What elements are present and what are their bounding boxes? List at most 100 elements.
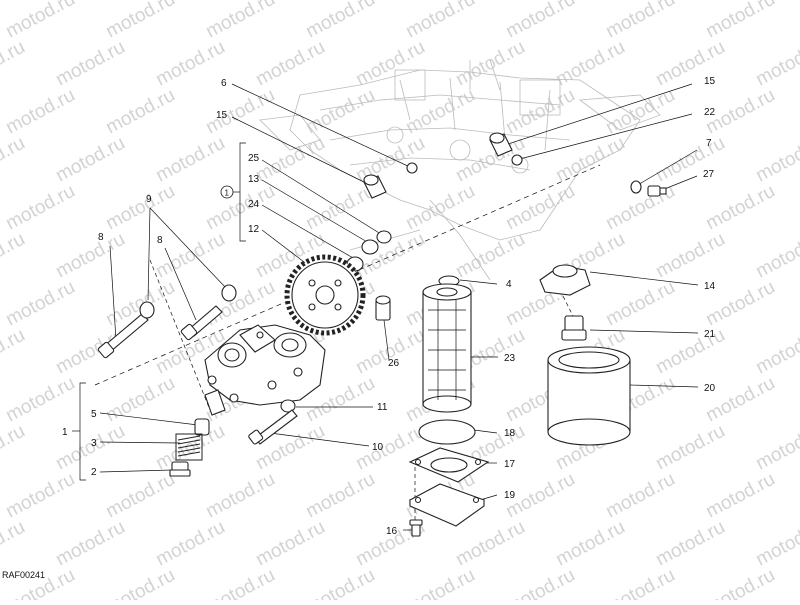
bolt-8-right bbox=[180, 305, 223, 341]
watermark-text: motod.ru bbox=[152, 517, 228, 571]
callout-14: 14 bbox=[704, 281, 716, 292]
callout-12: 12 bbox=[248, 224, 260, 235]
callout-21: 21 bbox=[704, 329, 716, 340]
plug-27 bbox=[647, 185, 667, 197]
parts bbox=[97, 132, 667, 537]
watermark-text: motod.ru bbox=[452, 37, 528, 91]
watermark-text: motod.ru bbox=[152, 37, 228, 91]
watermark-text: motod.ru bbox=[652, 37, 728, 91]
watermark-text: motod.ru bbox=[2, 373, 78, 427]
watermark-text: motod.ru bbox=[752, 37, 800, 91]
gear-12 bbox=[284, 254, 366, 336]
callout-8-right: 8 bbox=[157, 235, 163, 246]
watermark-text: motod.ru bbox=[602, 565, 678, 600]
bolt-8-left bbox=[97, 313, 149, 359]
callout-22: 22 bbox=[704, 107, 716, 118]
watermark-text: motod.ru bbox=[2, 277, 78, 331]
screw-16 bbox=[409, 519, 423, 537]
washer-7 bbox=[630, 180, 642, 194]
o-ring-6 bbox=[406, 162, 418, 174]
watermark-text: motod.ru bbox=[52, 133, 128, 187]
watermark-text: motod.ru bbox=[302, 469, 378, 523]
watermark-text: motod.ru bbox=[202, 0, 278, 42]
oil-pump-body bbox=[204, 324, 326, 416]
spring-3 bbox=[175, 433, 203, 461]
adapter-14 bbox=[539, 264, 591, 296]
watermark-text: motod.ru bbox=[202, 469, 278, 523]
callout-2: 2 bbox=[91, 467, 97, 478]
callout-7: 7 bbox=[706, 138, 712, 149]
callout-group-1: 1 bbox=[225, 189, 230, 198]
watermark-text: motod.ru bbox=[152, 229, 228, 283]
watermark-text: motod.ru bbox=[352, 37, 428, 91]
callout-15-right: 15 bbox=[704, 76, 716, 87]
cover-19 bbox=[408, 483, 486, 527]
watermark-text: motod.ru bbox=[752, 229, 800, 283]
watermark-text: motod.ru bbox=[502, 85, 578, 139]
washer-25 bbox=[376, 230, 392, 244]
watermark-text: motod.ru bbox=[52, 37, 128, 91]
watermark-text: motod.ru bbox=[702, 565, 778, 600]
watermark-text: motod.ru bbox=[2, 181, 78, 235]
filter-cartridge-23 bbox=[422, 283, 472, 413]
watermark-text: motod.ru bbox=[252, 517, 328, 571]
callout-16: 16 bbox=[386, 526, 398, 537]
watermark-text: motod.ru bbox=[352, 325, 428, 379]
watermark-text: motod.ru bbox=[0, 325, 29, 379]
watermark-text: motod.ru bbox=[652, 421, 728, 475]
watermark-text: motod.ru bbox=[252, 37, 328, 91]
callout-3: 3 bbox=[91, 438, 97, 449]
watermark-text: motod.ru bbox=[2, 85, 78, 139]
callout-19: 19 bbox=[504, 490, 516, 501]
callout-27: 27 bbox=[703, 169, 715, 180]
watermark-text: motod.ru bbox=[702, 373, 778, 427]
callout-6: 6 bbox=[221, 78, 227, 89]
washer-13 bbox=[361, 239, 379, 255]
group-marker-circle bbox=[220, 185, 234, 199]
callout-20: 20 bbox=[704, 383, 716, 394]
watermark-text: motod.ru bbox=[2, 0, 78, 42]
watermark-text: motod.ru bbox=[652, 517, 728, 571]
watermark-text: motod.ru bbox=[202, 181, 278, 235]
watermark-text: motod.ru bbox=[352, 421, 428, 475]
oil-filter-20 bbox=[547, 346, 631, 446]
watermark-text: motod.ru bbox=[0, 37, 29, 91]
watermark-text: motod.ru bbox=[0, 229, 29, 283]
callout-17: 17 bbox=[504, 459, 516, 470]
washer-9-left bbox=[139, 301, 155, 319]
watermark-text: motod.ru bbox=[152, 421, 228, 475]
watermark-text: motod.ru bbox=[102, 565, 178, 600]
callout-11: 11 bbox=[377, 402, 388, 413]
callout-25: 25 bbox=[248, 153, 260, 164]
watermark-text: motod.ru bbox=[202, 85, 278, 139]
watermark-text: motod.ru bbox=[402, 181, 478, 235]
callout-23: 23 bbox=[504, 353, 516, 364]
watermark-text: motod.ru bbox=[0, 517, 29, 571]
watermark-text: motod.ru bbox=[302, 0, 378, 42]
callout-9: 9 bbox=[146, 194, 152, 205]
watermark-text: motod.ru bbox=[702, 0, 778, 42]
watermark-text: motod.ru bbox=[552, 37, 628, 91]
watermark-text: motod.ru bbox=[452, 517, 528, 571]
watermark-text: motod.ru bbox=[102, 0, 178, 42]
bushing-15-right bbox=[489, 132, 513, 157]
watermark-text: motod.ru bbox=[302, 565, 378, 600]
watermark-text: motod.ru bbox=[52, 517, 128, 571]
watermark-text: motod.ru bbox=[402, 0, 478, 42]
washer-11 bbox=[280, 399, 296, 413]
bushing-15-left bbox=[363, 174, 387, 199]
callout-8-left: 8 bbox=[98, 232, 104, 243]
watermark-text: motod.ru bbox=[152, 133, 228, 187]
nipple-21 bbox=[561, 315, 587, 341]
watermark-text: motod.ru bbox=[52, 325, 128, 379]
o-ring-22 bbox=[511, 154, 523, 166]
callout-4: 4 bbox=[506, 279, 512, 290]
watermark-text: motod.ru bbox=[502, 565, 578, 600]
watermark-text: motod.ru bbox=[52, 229, 128, 283]
watermark-text: motod.ru bbox=[0, 421, 29, 475]
watermark-text: motod.ru bbox=[652, 229, 728, 283]
callout-24: 24 bbox=[248, 199, 260, 210]
watermark-text: motod.ru bbox=[602, 0, 678, 42]
watermark-text: motod.ru bbox=[252, 421, 328, 475]
